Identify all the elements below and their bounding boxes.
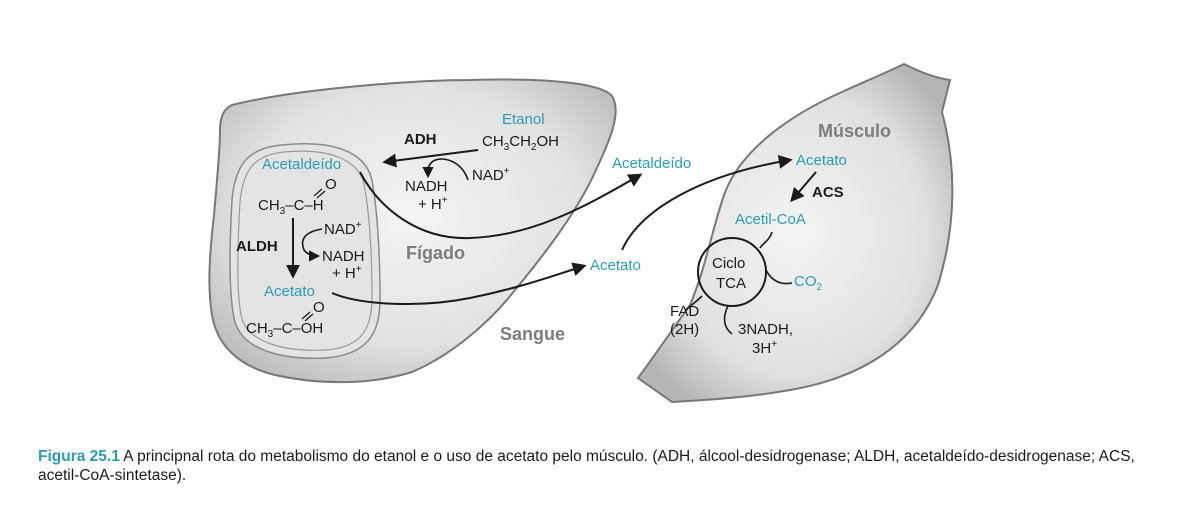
acetaldehyde-double-bond [313,188,323,197]
ethanol-formula: CH3CH2OH [482,133,559,153]
acetate-muscle-label: Acetato [796,152,847,169]
acetate-blood-label: Acetato [590,257,641,274]
nadh-label: NADH [405,178,448,195]
acetate-oxygen: O [313,299,325,316]
fad-label-2: (2H) [670,321,699,338]
acetaldehyde-export-arrow [359,171,643,240]
h-plus-label: + H+ [418,195,448,213]
acetyl-coa-label: Acetil-CoA [735,211,806,228]
fad-release-arrow [685,295,703,311]
co2-release-arrow [765,269,793,285]
acetaldehyde-formula: CH3–C–H [258,197,324,217]
adh-reaction-arrow [382,149,479,168]
co2-label: CO2 [794,273,823,293]
aldh-enzyme-label: ALDH [236,238,278,255]
acetaldehyde-blood-label: Acetaldeído [612,155,691,172]
liver-label: Fígado [406,243,465,263]
muscle-nadh-label-2: 3H+ [752,339,777,357]
adh-enzyme-label: ADH [404,131,437,148]
tca-cycle-label-2: TCA [716,275,746,292]
acetaldehyde-liver-label: Acetaldeído [262,156,341,173]
acetate-export-arrow [331,262,587,306]
tca-cycle-label-1: Ciclo [712,255,745,272]
muscle-label: Músculo [818,121,891,141]
figure-caption: Figura 25.1 A principnal rota do metabol… [38,447,1158,485]
fad-label-1: FAD [670,303,699,320]
muscle-nadh-label-1: 3NADH, [738,321,793,338]
acetate-formula: CH3–C–OH [246,320,323,340]
nad-cofactor-arrow [422,158,469,181]
mito-h-plus-label: + H+ [332,264,362,282]
blood-label: Sangue [500,324,565,344]
ethanol-label: Etanol [502,111,545,128]
acetate-double-bond [301,311,311,320]
muscle-shape [636,62,954,404]
nadh-release-arrow [723,305,733,335]
caption-text: A principnal rota do metabolismo do etan… [38,448,1135,484]
acs-reaction-arrow [790,171,817,203]
metabolism-diagram: Fígado Sangue Músculo Etanol CH3CH2OH AD… [208,62,954,404]
mito-nad-cofactor-arrow [301,228,323,262]
tca-cycle-circle [697,237,767,307]
mito-nadh-label: NADH [322,248,365,265]
acetate-import-arrow [621,154,793,251]
mito-nad-plus-label: NAD+ [324,220,362,238]
mitochondrion-inner-shape [237,150,373,351]
acetate-double-bond-2 [304,313,314,322]
acetaldehyde-double-bond-2 [316,190,326,199]
acetaldehyde-oxygen: O [325,176,337,193]
acs-enzyme-label: ACS [812,184,844,201]
figure-number: Figura 25.1 [38,448,120,465]
acetyl-coa-entry-arrow [759,231,773,249]
nad-plus-label: NAD+ [472,166,510,184]
acetate-liver-label: Acetato [264,283,315,300]
